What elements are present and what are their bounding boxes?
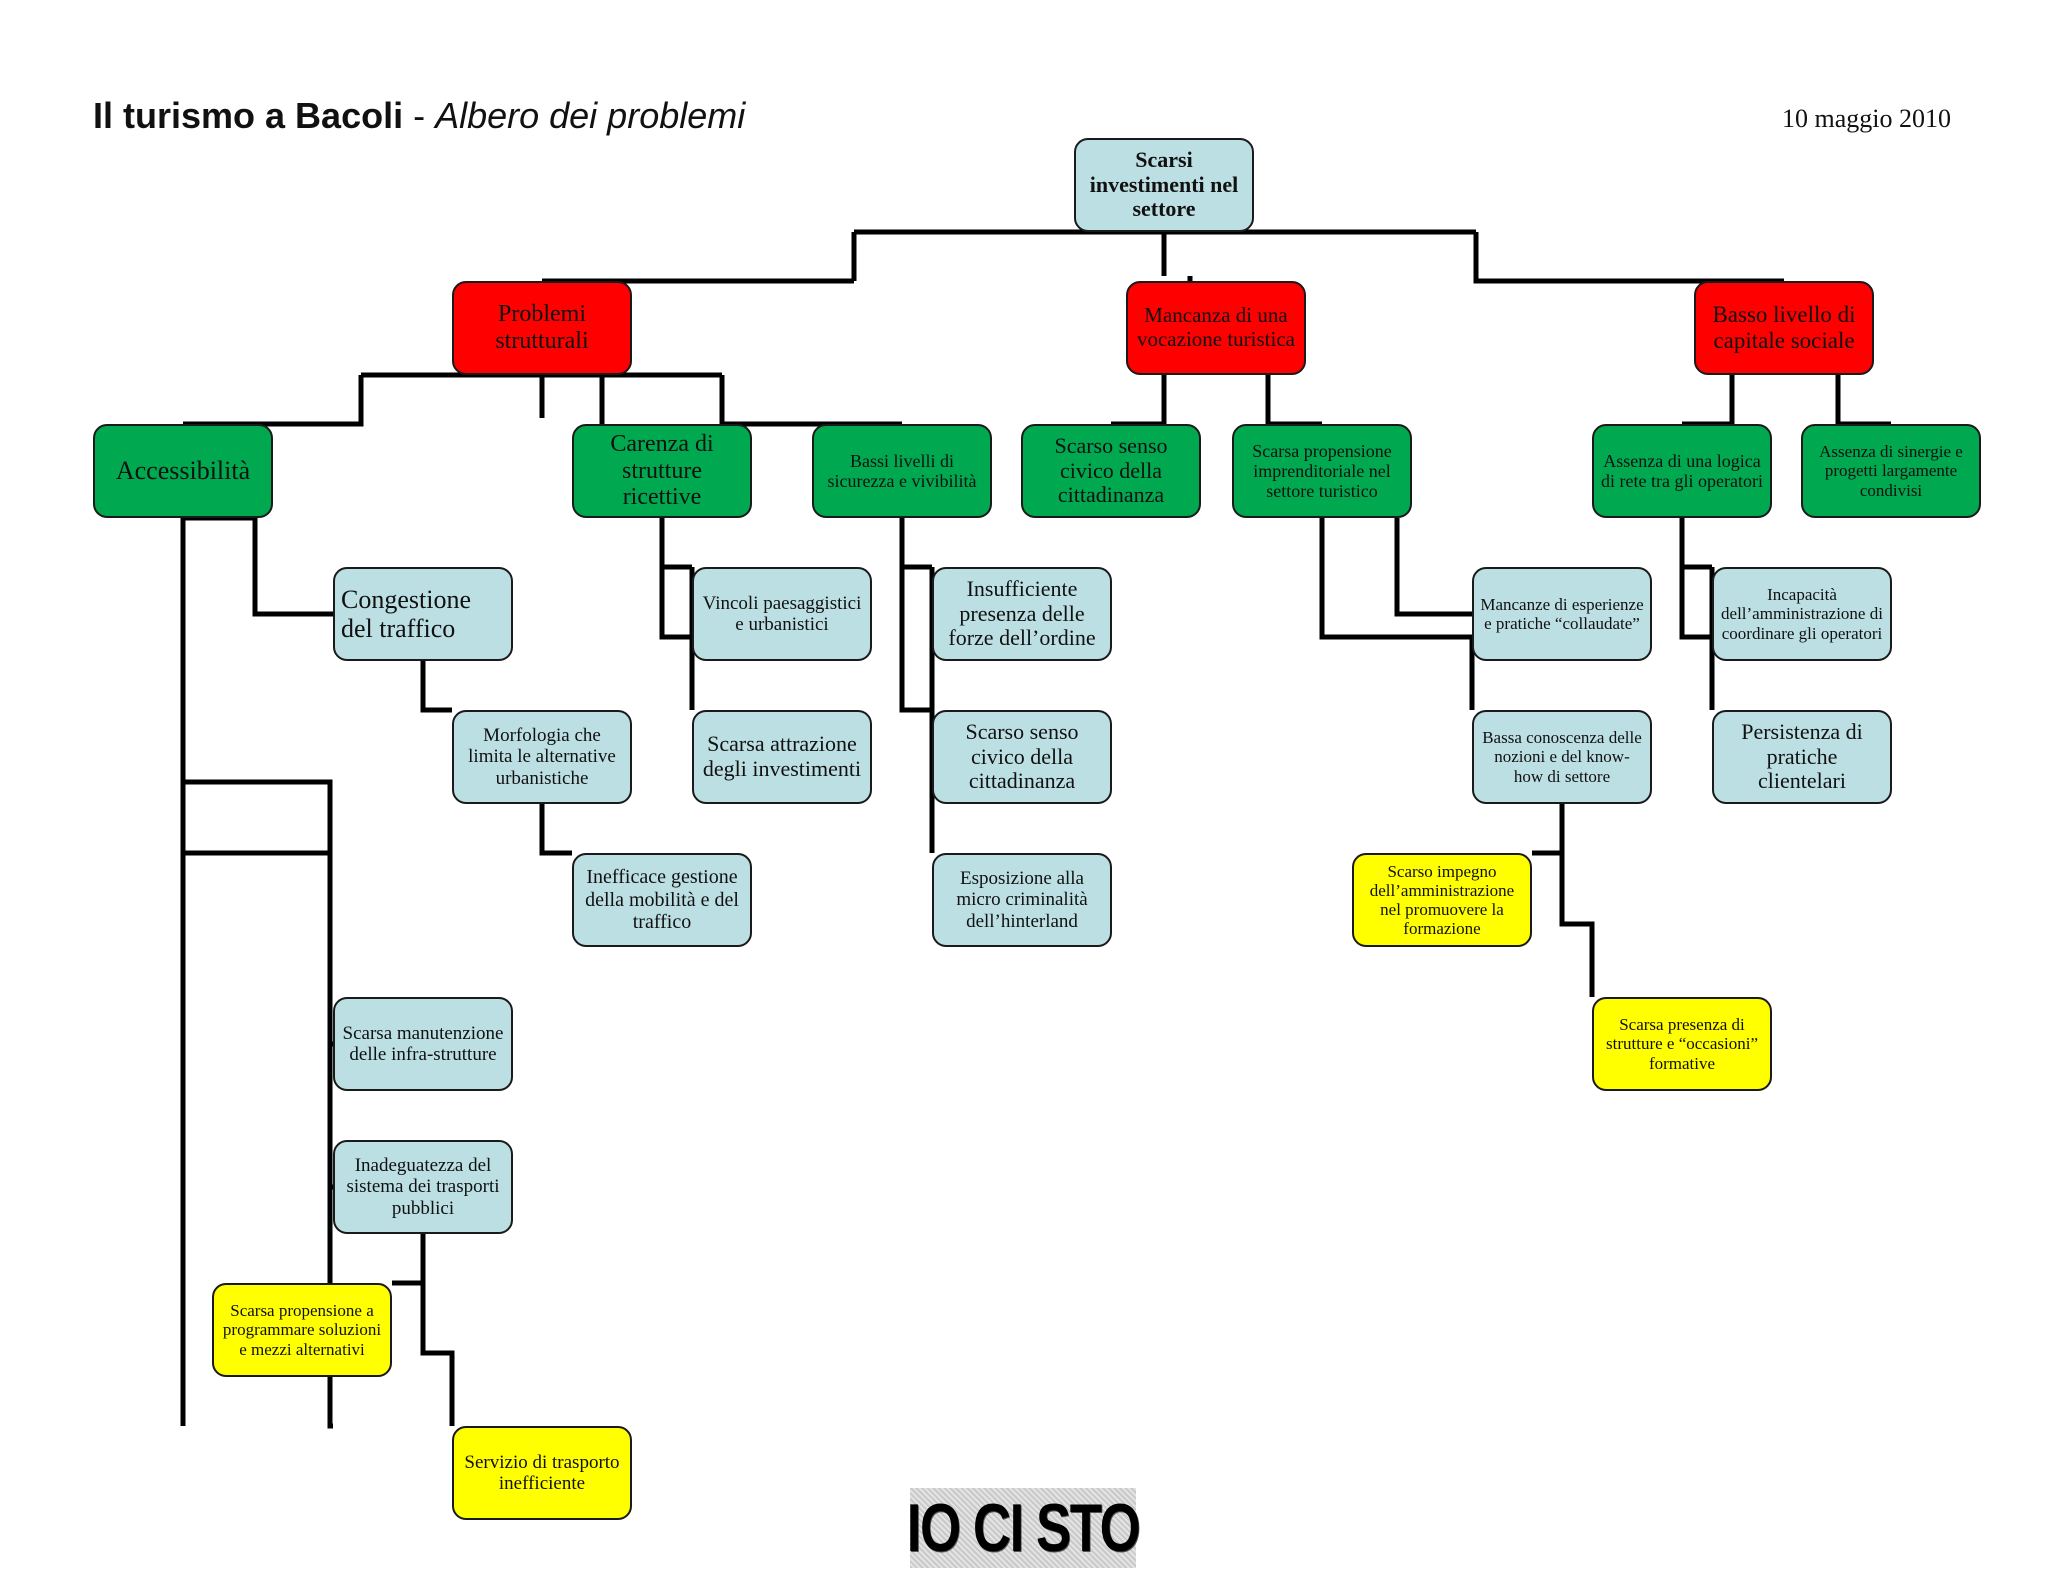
- node-label: Scarsa attrazione degli investimenti: [702, 731, 862, 781]
- scarso-senso-civico-g-node: Scarso senso civico della cittadinanza: [1021, 424, 1201, 518]
- scarsa-presenza-node: Scarsa presenza di strutture e “occasion…: [1592, 997, 1772, 1091]
- bassa-conoscenza-node: Bassa conoscenza delle nozioni e del kno…: [1472, 710, 1652, 804]
- node-label: Scarsa propensione a programmare soluzio…: [222, 1301, 382, 1359]
- node-label: Accessibilità: [115, 456, 251, 486]
- node-label: Vincoli paesaggistici e urbanistici: [702, 592, 862, 635]
- scarso-impegno-node: Scarso impegno dell’amministrazione nel …: [1352, 853, 1532, 947]
- mancanza-vocazione-node: Mancanza di una vocazione turistica: [1126, 281, 1306, 375]
- node-label: Esposizione alla micro criminalità dell’…: [956, 868, 1088, 932]
- accessibilita-node: Accessibilità: [93, 424, 273, 518]
- assenza-logica-node: Assenza di una logica di rete tra gli op…: [1592, 424, 1772, 518]
- connector-path: [180, 515, 333, 1429]
- incapacita-node: Incapacità dell’amministrazione di coord…: [1712, 567, 1892, 661]
- logo-text: IO CI STO: [906, 1490, 1141, 1566]
- root-node: Scarsi investimenti nel settore: [1074, 138, 1254, 232]
- connector-path: [899, 518, 935, 853]
- connector-path: [659, 518, 695, 710]
- node-label: Incapacità dell’amministrazione di coord…: [1721, 585, 1883, 643]
- node-label: Assenza di una logica di rete tra gli op…: [1601, 450, 1763, 491]
- connector-path: [542, 229, 1784, 284]
- mancanze-esperienze-node: Mancanze di esperienze e pratiche “colla…: [1472, 567, 1652, 661]
- connector-path: [420, 661, 572, 856]
- node-label: Persistenza di pratiche clientelari: [1741, 719, 1863, 794]
- insufficiente-presenza-node: Insufficiente presenza delle forze dell’…: [932, 567, 1112, 661]
- node-label: Bassa conoscenza delle nozioni e del kno…: [1482, 728, 1642, 786]
- node-label: Scarsa presenza di strutture e “occasion…: [1606, 1015, 1758, 1073]
- connector-path: [1111, 375, 1322, 427]
- connector-path: [183, 372, 902, 427]
- node-label: Problemi strutturali: [495, 301, 589, 354]
- bassi-livelli-node: Bassi livelli di sicurezza e vivibilità: [812, 424, 992, 518]
- vincoli-node: Vincoli paesaggistici e urbanistici: [692, 567, 872, 661]
- connector-path: [1679, 518, 1715, 710]
- node-label: Carenza di strutture ricettive: [610, 430, 714, 511]
- title-main: Il turismo a Bacoli: [93, 95, 404, 136]
- node-label: Assenza di sinergie e progetti largament…: [1819, 442, 1963, 500]
- title-subtitle: Albero dei problemi: [435, 95, 746, 136]
- node-label: Scarso impegno dell’amministrazione nel …: [1369, 861, 1515, 939]
- io-ci-sto-logo: IO CI STO: [907, 1488, 1141, 1568]
- scarso-senso-civico-b-node: Scarso senso civico della cittadinanza: [932, 710, 1112, 804]
- node-label: Mancanza di una vocazione turistica: [1136, 303, 1295, 351]
- node-label: Inefficace gestione della mobilità e del…: [585, 866, 739, 934]
- node-label: Basso livello di capitale sociale: [1712, 302, 1856, 353]
- node-label: Congestione del traffico: [341, 584, 471, 643]
- node-label: Insufficiente presenza delle forze dell’…: [948, 576, 1096, 651]
- connector-path: [1682, 375, 1891, 427]
- basso-capitale-node: Basso livello di capitale sociale: [1694, 281, 1874, 375]
- congestione-node: Congestione del traffico: [333, 567, 513, 661]
- node-label: Inadeguatezza del sistema dei trasporti …: [346, 1155, 500, 1219]
- servizio-trasporto-node: Servizio di trasporto inefficiente: [452, 1426, 632, 1520]
- problemi-strutturali-node: Problemi strutturali: [452, 281, 632, 375]
- assenza-sinergie-node: Assenza di sinergie e progetti largament…: [1801, 424, 1981, 518]
- node-label: Scarso senso civico della cittadinanza: [965, 719, 1079, 794]
- date-label: 10 maggio 2010: [1782, 104, 1951, 133]
- persistenza-node: Persistenza di pratiche clientelari: [1712, 710, 1892, 804]
- connector-path: [1319, 518, 1475, 710]
- node-label: Scarsi investimenti nel settore: [1089, 147, 1239, 222]
- node-label: Bassi livelli di sicurezza e vivibilità: [827, 450, 977, 491]
- morfologia-node: Morfologia che limita le alternative urb…: [452, 710, 632, 804]
- manutenzione-node: Scarsa manutenzione delle infra-struttur…: [333, 997, 513, 1091]
- scarsa-attrazione-node: Scarsa attrazione degli investimenti: [692, 710, 872, 804]
- page-title: Il turismo a Bacoli - Albero dei problem…: [93, 95, 745, 137]
- inadeguatezza-node: Inadeguatezza del sistema dei trasporti …: [333, 1140, 513, 1234]
- esposizione-node: Esposizione alla micro criminalità dell’…: [932, 853, 1112, 947]
- node-label: Scarsa propensione imprenditoriale nel s…: [1252, 440, 1392, 502]
- inefficace-node: Inefficace gestione della mobilità e del…: [572, 853, 752, 947]
- propensione-programmare-node: Scarsa propensione a programmare soluzio…: [212, 1283, 392, 1377]
- node-label: Servizio di trasporto inefficiente: [464, 1451, 620, 1494]
- scarsa-propensione-node: Scarsa propensione imprenditoriale nel s…: [1232, 424, 1412, 518]
- node-label: Mancanze di esperienze e pratiche “colla…: [1480, 594, 1644, 633]
- node-label: Morfologia che limita le alternative urb…: [468, 725, 616, 789]
- node-label: Scarso senso civico della cittadinanza: [1054, 433, 1168, 508]
- connector-path: [1532, 804, 1595, 997]
- node-label: Scarsa manutenzione delle infra-struttur…: [342, 1022, 504, 1065]
- connector-path: [392, 1234, 455, 1426]
- title-separator: -: [403, 95, 436, 136]
- carenza-strutture-node: Carenza di strutture ricettive: [572, 424, 752, 518]
